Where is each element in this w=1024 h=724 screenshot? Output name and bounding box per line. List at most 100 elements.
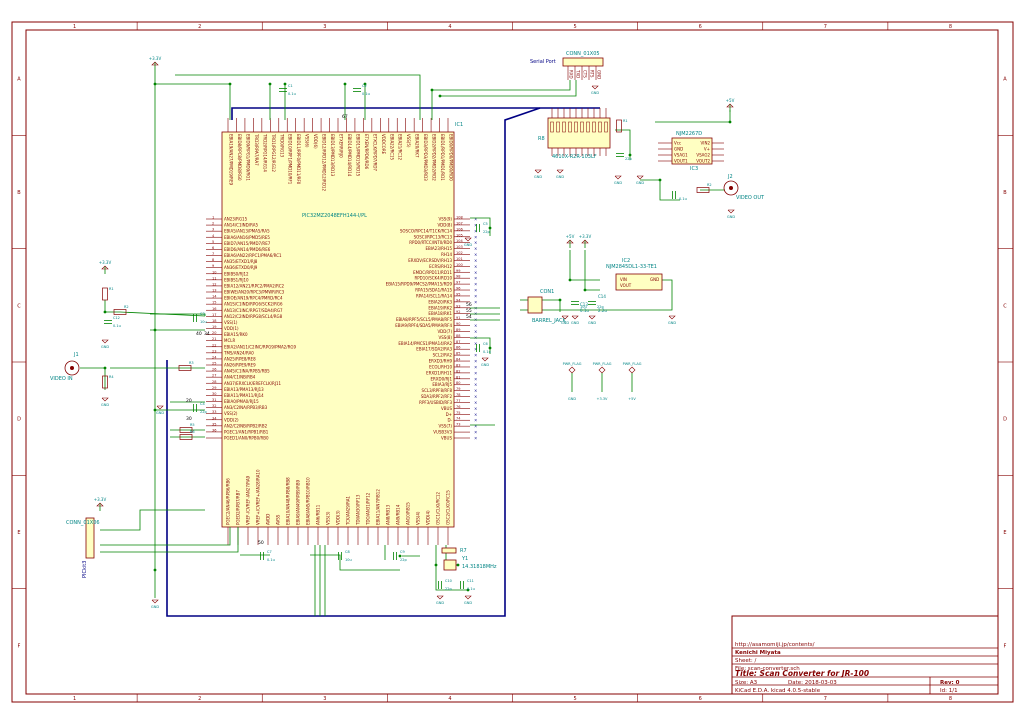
capacitor-ref: C4 (200, 402, 205, 406)
mcu-bottom-pin-label: VDD(3) (336, 510, 341, 525)
capacitor-value: 0.1u (288, 92, 296, 96)
ground-label: GND (561, 321, 569, 325)
mcu-bottom-pin-label: EBIA9/AN49/RPB9/RB9 (296, 479, 301, 525)
power-arrow-icon (726, 103, 734, 108)
mcu-left-pin-label: TMS/AN24/RA0 (223, 350, 254, 355)
power-arrow-icon (151, 61, 159, 66)
mcu-left-pin-label: AN37/ERXCLK/EREFCLK/RJ11 (224, 381, 282, 386)
mcu-right-pin-label: EBIA23/RH15 (425, 246, 452, 251)
ground-icon (151, 599, 159, 604)
power-label: +3.3V (99, 260, 112, 265)
ground-icon (561, 315, 569, 320)
mcu-right-pin-num: 88 (456, 334, 460, 338)
ic3-ref: IC3 (690, 166, 698, 172)
mcu-left-pin-num: 26 (212, 368, 216, 372)
mcu-top-pin-label: ETXCLK/RPD7/RD7 (372, 134, 377, 171)
mcu-left-pin-num: 3 (212, 228, 214, 232)
video-out-center (729, 186, 733, 190)
rn-resistor (568, 121, 572, 133)
mcu-left-pin-num: 17 (212, 313, 216, 317)
junction-dot (268, 82, 272, 86)
mcu-right-pin-label: RH14 (441, 252, 452, 257)
rn-resistor (550, 121, 554, 133)
mcu-left-pin-label: AN36/ETXD0/RJ9 (224, 265, 258, 270)
mcu-right-pin-num: 108 (456, 216, 463, 220)
mcu-left-pin-label: VSS(2) (224, 411, 238, 416)
mcu-left-pin-num: 18 (212, 319, 216, 323)
ground-label: GND (101, 403, 109, 407)
capacitor-ref: C5 (483, 222, 488, 226)
mcu-bottom-pin-label: PGEC2/AN46/RPB6/RB6 (226, 478, 231, 525)
mcu-left-pin-label: PGED1/AN0/RPB0/RB0 (224, 436, 269, 441)
pickit-ref: CONN_01X06 (66, 520, 100, 526)
power-label: +3.3V (149, 56, 162, 61)
mcu-bottom-pin-label: VREF-/CVREF-/AN27/RA9 (246, 475, 251, 525)
capacitor-value: 22p (445, 587, 452, 591)
ground-label: GND (151, 605, 159, 609)
capacitor-value: 0.1u (679, 197, 687, 201)
ground-icon (156, 405, 164, 410)
no-connect-mark: × (474, 329, 477, 334)
mcu-left-pin-label: AN4/C1INB/RB4 (224, 375, 256, 380)
capacitor-ref: C7 (267, 550, 272, 554)
no-connect-mark: × (474, 400, 477, 405)
ground-icon (101, 339, 109, 344)
grid-row-left-E: E (17, 530, 20, 536)
rn-body (547, 117, 611, 149)
title-block: http://asamomiji.jp/contents/ Kenichi Mi… (731, 615, 999, 695)
mcu-bottom-pin-label: OSC1/CLKI/RC12 (436, 492, 441, 525)
grid-col-bottom-1: 1 (73, 696, 76, 702)
no-connect-mark: × (474, 424, 477, 429)
mcu-left-pin-label: EBIWE/AN20/RPC3/PMWR/RC3 (224, 290, 285, 295)
ic3-pin-label: V+ (704, 147, 710, 152)
grid-row-left-B: B (17, 190, 21, 196)
video-in-j1: J1 VIDEO IN (50, 352, 80, 382)
capacitor-value: 22p (483, 230, 490, 234)
no-connect-mark: × (474, 335, 477, 340)
pickit-label: PICkit3 (82, 561, 88, 578)
no-connect-mark: × (474, 293, 477, 298)
title-block-frame (731, 615, 999, 695)
pwr-flag-icon (568, 366, 576, 374)
xtal-ref: Y1 (461, 556, 468, 562)
serial-body (562, 57, 604, 67)
no-connect-mark: × (474, 270, 477, 275)
rn-resistor (592, 121, 596, 133)
grid-col-top-1: 1 (73, 24, 76, 30)
mcu-left-pin-num: 30 (212, 392, 216, 396)
mcu-right-pin-label: D- (447, 418, 452, 423)
mcu-left-pin-label: EBIA13/PMA13/RJ13 (224, 387, 264, 392)
mcu-right-pin-label: EBIA20/RK3 (428, 299, 452, 304)
mcu-left-pin-num: 1 (212, 216, 214, 220)
mcu-left-pin-label: EBID6/AN14/PMD6/RE6 (224, 247, 271, 252)
mcu-top-pin-label: VSS(5) (406, 134, 411, 148)
mcu-right-pin-label: SOSCO/RPC14/T1CK/RC14 (400, 228, 453, 233)
mcu-right-pin-label: ECOL/RH10 (429, 364, 452, 369)
junction-dot (103, 366, 107, 370)
mcu-right-pin-label: ERXD0/RJ1 (430, 376, 452, 381)
mcu-right-pin-label: EBIA17/SDA2/RA3 (416, 347, 452, 352)
grid-row-left-A: A (17, 77, 21, 83)
mcu-top-pin-label: VSS(6) (305, 134, 310, 148)
mcu-right-pin-num: 92 (456, 310, 460, 314)
mcu-bottom-pin-label: AN6/RB11 (316, 504, 321, 525)
mcu-left-pin-label: EBIA6/AN16/PMD5/RE5 (224, 235, 270, 240)
ground-label: GND (436, 601, 444, 605)
mcu-right-pin-label: EBIA9/RPF4/SDA5/PMA9/RF4 (395, 323, 452, 328)
net-number: 40 (196, 331, 202, 337)
junction-dot (153, 568, 157, 572)
mcu-right-pin-num: 101 (456, 257, 463, 261)
ground-label: GND (727, 215, 735, 219)
mcu-left-pin-label: EBIBS0/RJ12 (224, 271, 249, 276)
regulator-ic2: IC2 NJM2845DL1-33-TE1 VIN VOUT GND C13 0… (580, 258, 663, 313)
no-connect-mark: × (474, 418, 477, 423)
junction-dot (558, 298, 562, 302)
video-out-label: VIDEO OUT (736, 195, 765, 201)
mcu-left-pin-label: EBIA6/AN22/RPC1/PMA6/RC1 (224, 253, 282, 258)
mcu-left-pin-num: 8 (212, 258, 214, 262)
ic3-value: NJM2267D (676, 131, 702, 137)
junction-dot (430, 88, 434, 92)
c14-value: 2.2u (598, 308, 607, 313)
